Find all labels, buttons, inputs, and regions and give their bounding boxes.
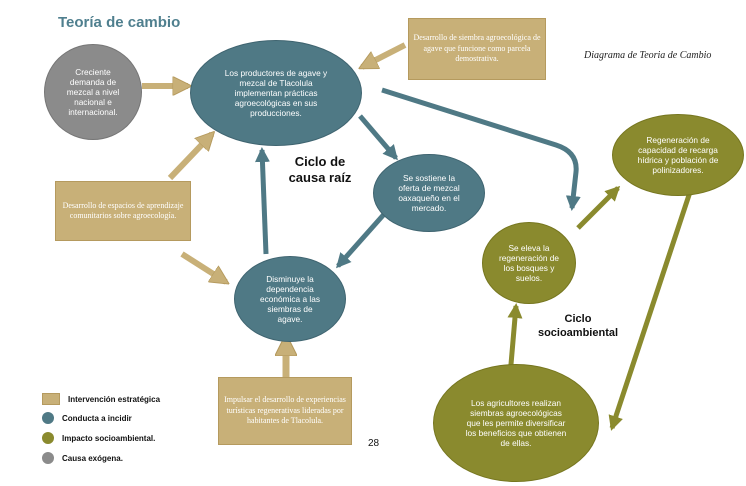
arrow-regeneration-to-water: [576, 185, 621, 230]
legend-label-exogenous: Causa exógena.: [62, 453, 123, 463]
page-heading: Teoría de cambio: [58, 14, 181, 31]
legend-swatch-gray: [42, 452, 54, 464]
node-reduced-dependency-text: Disminuye la dependencia económica a las…: [260, 274, 320, 324]
legend-item-impact: Impacto socioambiental.: [42, 432, 155, 444]
intervention-demo-plot-text: Desarrollo de siembra agroecológica de a…: [413, 33, 541, 64]
legend-swatch-teal: [42, 412, 54, 424]
node-sustained-supply: Se sostiene la oferta de mezcal oaxaqueñ…: [373, 154, 485, 232]
arrow-dependency-to-producers: [254, 147, 270, 255]
arrow-learning-to-dependency: [180, 251, 226, 282]
diagram-title: Diagrama de Teoria de Cambio: [584, 50, 712, 61]
legend-item-strategic: Intervención estratégica: [42, 393, 160, 405]
legend-item-exogenous: Causa exógena.: [42, 452, 123, 464]
arrow-demo-plot-to-producers: [362, 42, 407, 70]
page-number: 28: [368, 438, 380, 449]
cycle-label-socio-environmental: Ciclo socioambiental: [537, 313, 619, 339]
node-water-recharge: Regeneración de capacidad de recarga híd…: [612, 114, 744, 196]
legend-item-conduct: Conducta a incidir: [42, 412, 132, 424]
node-sustained-supply-text: Se sostiene la oferta de mezcal oaxaqueñ…: [398, 173, 460, 213]
intervention-tourism: Impulsar el desarrollo de experiencias t…: [218, 377, 352, 445]
node-farmers-diversify: Los agricultores realizan siembras agroe…: [433, 364, 599, 482]
node-farmers-diversify-text: Los agricultores realizan siembras agroe…: [465, 398, 567, 448]
arrow-producers-to-regeneration: [381, 87, 581, 211]
cycle-label-root-cause: Ciclo de causa raíz: [288, 154, 352, 185]
node-exogenous-demand: Creciente demanda de mezcal a nivel naci…: [44, 44, 142, 140]
node-reduced-dependency: Disminuye la dependencia económica a las…: [234, 256, 346, 342]
intervention-demo-plot: Desarrollo de siembra agroecológica de a…: [408, 18, 546, 80]
intervention-learning-spaces-text: Desarrollo de espacios de aprendizaje co…: [62, 200, 184, 221]
legend-swatch-tan: [42, 393, 60, 405]
arrow-water-to-farmers: [608, 191, 693, 431]
arrow-producers-to-supply: [358, 114, 398, 161]
node-forest-regeneration: Se eleva la regeneración de los bosques …: [482, 222, 576, 304]
arrow-supply-to-dependency: [336, 210, 388, 269]
legend-label-impact: Impacto socioambiental.: [62, 433, 156, 443]
node-producers-implement-text: Los productores de agave y mezcal de Tla…: [224, 68, 328, 118]
node-forest-regeneration-text: Se eleva la regeneración de los bosques …: [499, 243, 559, 283]
node-producers-implement: Los productores de agave y mezcal de Tla…: [190, 40, 362, 146]
arrow-learning-to-producers: [167, 134, 212, 181]
node-exogenous-demand-text: Creciente demanda de mezcal a nivel naci…: [66, 67, 120, 117]
legend-label-conduct: Conducta a incidir: [62, 413, 132, 423]
node-water-recharge-text: Regeneración de capacidad de recarga híd…: [637, 135, 719, 175]
intervention-tourism-text: Impulsar el desarrollo de experiencias t…: [224, 395, 346, 426]
legend-label-strategic: Intervención estratégica: [68, 394, 161, 404]
intervention-learning-spaces: Desarrollo de espacios de aprendizaje co…: [55, 181, 191, 241]
legend-swatch-olive: [42, 432, 54, 444]
